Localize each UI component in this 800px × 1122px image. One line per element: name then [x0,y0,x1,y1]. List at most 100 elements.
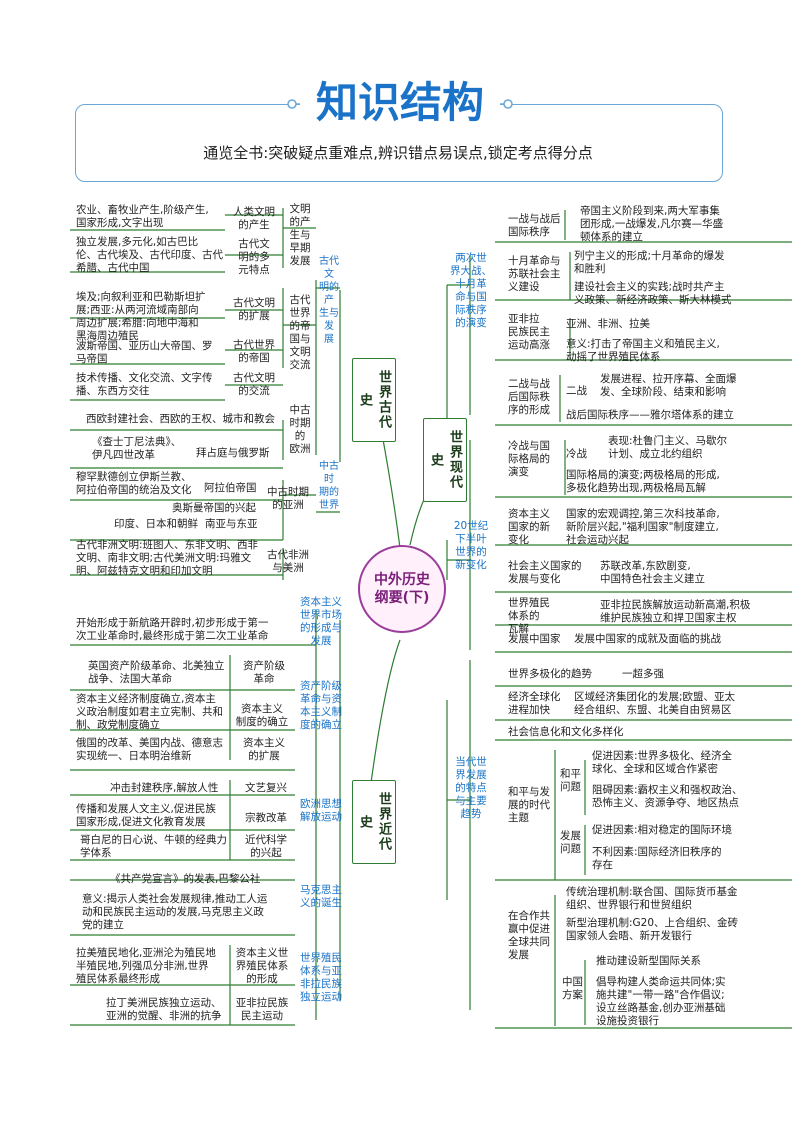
medieval-c2c-detail: 俄国的改革、美国内战、德意志 实现统一、日本明治维新 [76,737,223,762]
medieval-asia-detail: 穆罕默德创立伊斯兰教、 阿拉伯帝国的统治及文化 [76,471,192,496]
modern-p2d-detail: 亚非拉民族解放运动新高潮,积极 维护民族独立和捍卫国家主权 [600,599,751,624]
medieval-c5b-detail: 拉丁美洲民族独立运动、 亚洲的觉醒、非洲的抗争 [106,997,222,1022]
medieval-asia-ottoman: 奥斯曼帝国的兴起 [172,502,256,514]
modern-p1b-detail-2: 建设社会主义的实践;战时共产主 义政策、新经济政策、斯大林模式 [574,281,732,306]
modern-p2e-detail: 发展中国家的成就及面临的挑战 [574,633,721,645]
ancient-r4: 古代世界 的帝国 [233,339,275,364]
medieval-europe-detail-1: 西欧封建社会、西欧的王权、城市和教会 [86,413,275,425]
modern-p3d-peace-promote: 促进因素:世界多极化、经济全 球化、全球和区域合作紧密 [592,750,733,775]
modern-p2c-detail: 苏联改革,东欧剧变, 中国特色社会主义建立 [600,560,705,585]
modern-p3b-detail: 区域经济集团化的发展;欧盟、亚太 经合组织、东盟、北美自由贸易区 [574,691,736,716]
medieval-c5b: 亚非拉民族 民主运动 [235,997,289,1022]
ancient-r2: 古代文 明的多 元特点 [238,238,270,276]
medieval-c3a-detail: 冲击封建秩序,解放人性 [110,782,219,794]
ancient-empire: 古代 世界 的帝 国与 文明 交流 [289,294,311,371]
modern-p3a-detail: 一超多强 [622,668,664,680]
modern-p2: 20世纪 下半叶 世界的 新变化 [453,520,489,571]
ancient-r3: 古代文明 的扩展 [233,297,275,322]
medieval-c4-detail: 《共产党宣言》的发表,巴黎公社 [110,873,261,885]
ancient-group-2: 中古时 期的 世界 [319,461,339,511]
modern-p1a-detail: 帝国主义阶段到来,两大军事集 团形成,一战爆发,凡尔赛—华盛 顿体系的建立 [580,205,724,243]
modern-p2a-pattern: 国际格局的演变;两极格局的形成, 多极化趋势出现,两极格局瓦解 [566,469,720,494]
page-subtitle: 通览全书:突破疑点重难点,辨识错点易误点,锁定考点得分点 [203,144,593,162]
medieval-c5a-detail: 拉美殖民地化,亚洲沦为殖民地 半殖民地,列强瓜分非洲,世界 殖民体系最终形成 [76,947,216,985]
modern-p1d-detail: 发展进程、拉开序幕、全面爆 发、全球阶段、结束和影响 [600,373,737,398]
ancient-group-1: 古代文 明的产 生与发 展 [319,256,339,345]
medieval-c3b: 宗教改革 [245,812,287,824]
modern-p2c: 社会主义国家的 发展与变化 [508,560,582,585]
modern-p1b: 十月革命与 苏联社会主 义建设 [508,255,561,293]
modern-p1d-ww2: 二战 [566,385,587,397]
medieval-europe-byzantium: 拜占庭与俄罗斯 [196,447,270,459]
section-ancient: 世界古代史 [352,358,396,442]
modern-p1c-meaning: 意义:打击了帝国主义和殖民主义, 动摇了世界殖民体系 [566,338,720,363]
center-node: 中外历史 纲要(下) [358,545,446,633]
ancient-r1-detail: 农业、畜牧业产生,阶级产生, 国家形成,文字出现 [76,204,209,229]
medieval-c1: 资本主义 世界市场 的形成与 发展 [300,596,342,647]
modern-p3d: 和平与发 展的时代 主题 [508,786,550,824]
modern-p1c: 亚非拉 民族民主 运动高涨 [508,313,550,351]
modern-p2a: 冷战与国 际格局的 演变 [508,440,550,478]
medieval-c2: 资产阶级 革命与资 本主义制 度的确立 [300,680,342,731]
modern-p2a-coldwar: 冷战 [566,448,587,460]
ancient-r4-detail: 波斯帝国、亚历山大帝国、罗 马帝国 [76,340,213,365]
ancient-r3-detail: 埃及;向叙利亚和巴勒斯坦扩 展;西亚:从两河流域南部向 周边扩展;希腊:向地中海… [76,291,206,342]
medieval-c2a: 资产阶级 革命 [243,660,285,685]
modern-p1: 两次世 界大战、 十月革 命与国 际秩序 的演变 [450,252,492,329]
modern-p1a: 一战与战后 国际秩序 [508,213,561,238]
medieval-c1-detail: 开始形成于新航路开辟时,初步形成于第一 次工业革命时,最终形成于第二次工业革命 [76,617,269,642]
medieval-c5: 世界殖民 体系与亚 非拉民族 独立运动 [300,952,342,1003]
ancient-early: 文明 的产 生与 早期 发展 [289,203,311,267]
modern-p3e-china-1: 推动建设新型国际关系 [596,955,701,967]
medieval-c3c-detail: 哥白尼的日心说、牛顿的经典力 学体系 [80,834,227,859]
medieval-c4: 马克思主 义的诞生 [300,884,342,909]
ancient-r5-detail: 技术传播、文化交流、文字传 播、东西方交往 [76,372,213,397]
medieval-c3: 欧洲思想 解放运动 [300,798,342,823]
ancient-r2-detail: 独立发展,多元化,如古巴比 伦、古代埃及、古代印度、古代 希腊、古代中国 [76,236,223,274]
center-node-label: 中外历史 纲要(下) [374,572,430,606]
medieval-asia-india: 印度、日本和朝鲜 [114,518,198,530]
modern-p2b-detail: 国家的宏观调控,第三次科技革命, 新阶层兴起,"福利国家"制度建立, 社会运动兴… [566,508,720,546]
modern-p3e-china-2: 倡导构建人类命运共同体;实 施共建"一带一路"合作倡议; 设立丝路基金,创办亚洲… [596,976,726,1027]
ancient-r1: 人类文明 的产生 [233,206,275,231]
ancient-africa-america-detail: 古代非洲文明:班图人、东非文明、西非 文明、南非文明;古代美洲文明:玛雅文 明、… [76,539,259,577]
modern-p2b: 资本主义 国家的新 变化 [508,508,550,546]
modern-p3c: 社会信息化和文化多样化 [508,726,624,738]
modern-p3e: 在合作共 赢中促进 全球共同 发展 [508,910,550,961]
modern-p1b-detail: 列宁主义的形成;十月革命的爆发 和胜利 [574,250,725,275]
modern-p1d-yalta: 战后国际秩序——雅尔塔体系的建立 [566,409,734,421]
modern-p1d: 二战与战 后国际秩 序的形成 [508,378,550,416]
modern-p2d: 世界殖民 体系的 瓦解 [508,597,550,635]
medieval-c4-meaning: 意义:揭示人类社会发展规律,推动工人运 动和民族民主运动的发展,马克思主义政 党… [82,893,268,931]
modern-p2e: 发展中国家 [508,633,561,645]
modern-p3d-peace-hinder: 阻碍因素:霸权主义和强权政治、 恐怖主义、资源争夺、地区热点 [592,784,743,809]
modern-p3b: 经济全球化 进程加快 [508,691,561,716]
ancient-r5: 古代文明 的交流 [233,372,275,397]
medieval-c3c: 近代科学 的兴起 [245,834,287,859]
section-modern: 世界现代史 [423,418,467,502]
modern-p3d-dev-promote: 促进因素:相对稳定的国际环境 [592,824,733,836]
medieval-c2b-detail: 资本主义经济制度确立,资本主 义政治制度如君主立宪制、共和 制、政党制度确立 [76,693,223,731]
modern-p3d-peace: 和平 问题 [560,768,581,793]
medieval-c2c: 资本主义 的扩展 [243,737,285,762]
medieval-europe: 中古 时期 的 欧洲 [289,404,311,455]
medieval-c5a: 资本主义世 界殖民体系 的形成 [235,947,289,985]
medieval-c3b-detail: 传播和发展人文主义,促进民族 国家形成,促进文化教育发展 [76,803,216,828]
modern-p3e-traditional: 传统治理机制:联合国、国际货币基金 组织、世界银行和世贸组织 [566,886,738,911]
modern-p3a: 世界多极化的趋势 [508,668,592,680]
section-medieval: 世界近代史 [352,780,396,864]
medieval-c2b: 资本主义 制度的确立 [235,703,289,728]
modern-p3: 当代世 界发展 的特点 与主要 趋势 [455,756,487,820]
modern-p3e-china: 中国 方案 [562,976,583,1001]
ancient-africa-america: 古代非洲 与美洲 [267,549,309,574]
modern-p3d-development: 发展 问题 [560,830,581,855]
medieval-europe-detail-2: 《查士丁尼法典》、 伊凡四世改革 [92,436,182,461]
medieval-asia-south-east: 南亚与东亚 [205,518,258,530]
modern-p3e-new: 新型治理机制:G20、上合组织、金砖 国家领人会晤、新开发银行 [566,917,739,942]
medieval-c2a-detail: 英国资产阶级革命、北美独立 战争、法国大革命 [88,660,225,685]
medieval-asia-arab: 阿拉伯帝国 [204,482,257,494]
modern-p3d-dev-hinder: 不利因素:国际经济旧秩序的 存在 [592,846,722,871]
modern-p1c-detail: 亚洲、非洲、拉美 [566,318,650,330]
page-title: 知识结构 [300,78,500,128]
medieval-asia: 中古时期 的亚洲 [267,486,309,511]
